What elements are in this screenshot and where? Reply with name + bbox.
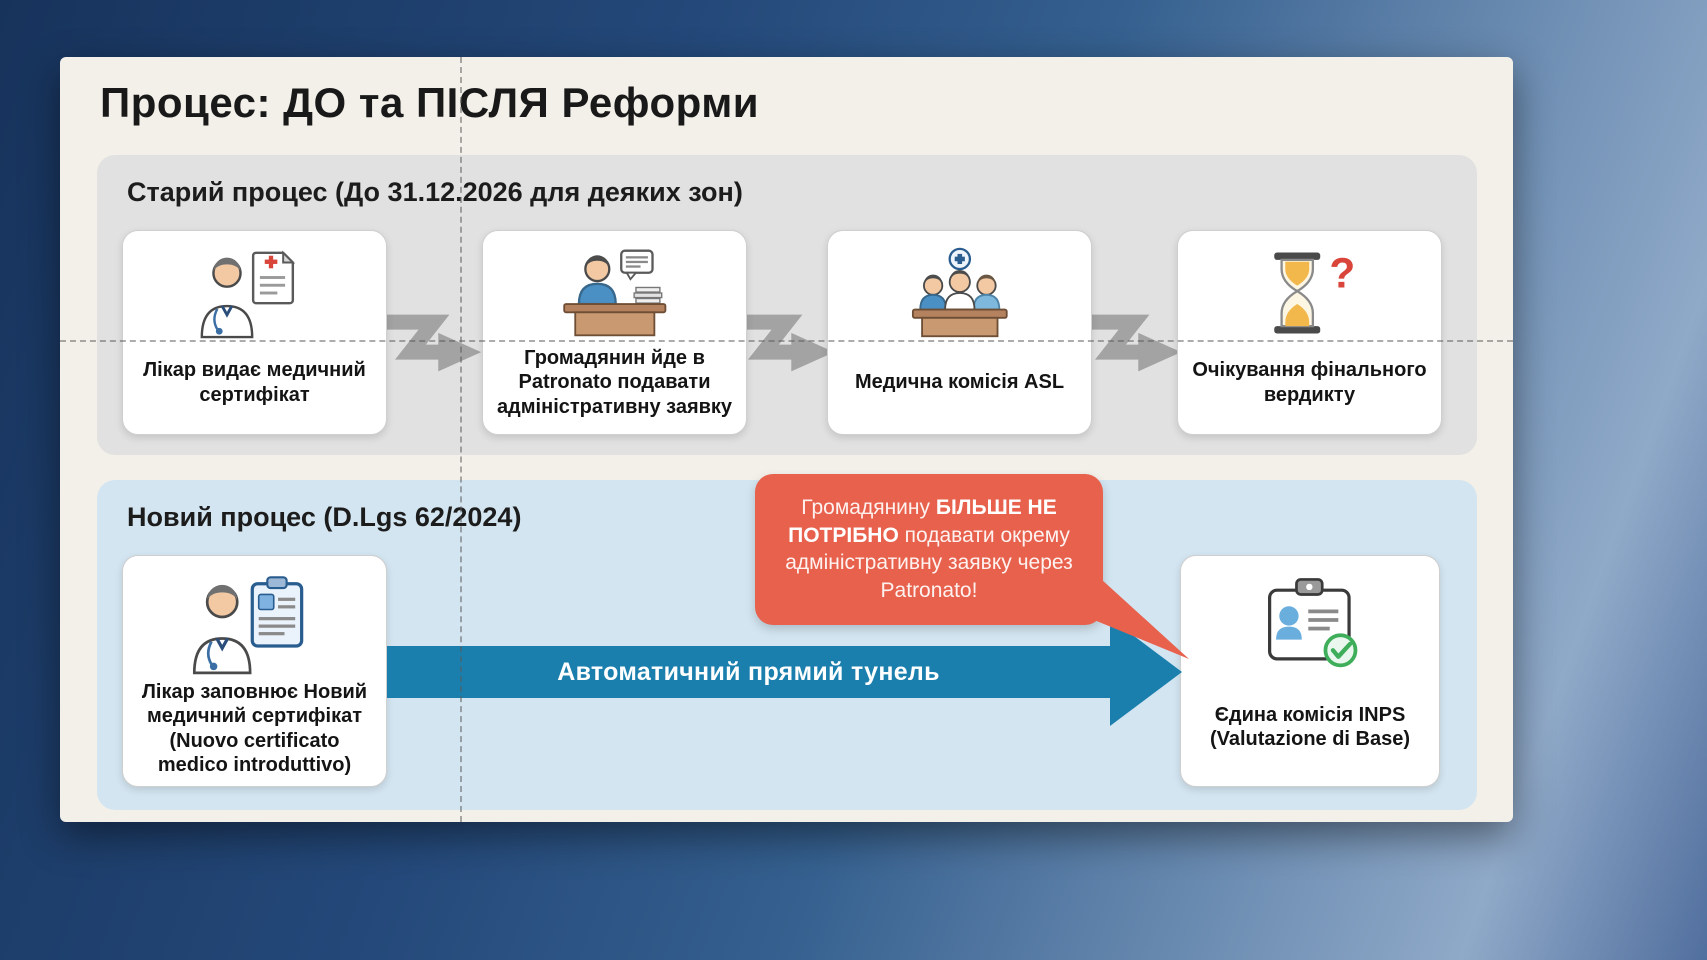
step-card-asl-commission: Медична комісія ASL xyxy=(827,230,1092,435)
step-label: Лікар заповнює Новий медичний сертифікат… xyxy=(141,681,368,777)
step-card-new-certificate: Лікар заповнює Новий медичний сертифікат… xyxy=(122,555,387,787)
callout-text-suffix: подавати окрему адміністративну заявку ч… xyxy=(785,523,1073,603)
hourglass-question-icon: ? xyxy=(1254,243,1364,343)
tunnel-arrow: Автоматичний прямий тунель xyxy=(387,618,1182,726)
tunnel-arrow-body: Автоматичний прямий тунель xyxy=(387,646,1110,698)
step-label: Очікування фінального вердикту xyxy=(1192,359,1427,406)
zigzag-arrow-icon xyxy=(1085,314,1182,372)
callout-text-prefix: Громадянину xyxy=(801,496,936,519)
zigzag-arrow-icon xyxy=(385,314,482,372)
callout-bubble: Громадянину БІЛЬШЕ НЕ ПОТРІБНО подавати … xyxy=(755,474,1189,659)
step-label: Єдина комісія INPS (Valutazione di Base) xyxy=(1209,703,1411,750)
old-process-section: Старий процес (До 31.12.2026 для деяких … xyxy=(97,155,1477,455)
medical-commission-icon xyxy=(900,243,1020,343)
old-process-heading: Старий процес (До 31.12.2026 для деяких … xyxy=(127,177,743,207)
new-process-heading: Новий процес (D.Lgs 62/2024) xyxy=(127,502,522,532)
zigzag-arrow-icon xyxy=(738,314,835,372)
slide: Процес: ДО та ПІСЛЯ Реформи Старий проце… xyxy=(60,57,1513,822)
callout-text-bold: БІЛЬШЕ НЕ ПОТРІБНО xyxy=(788,496,1057,547)
id-card-check-icon xyxy=(1246,568,1375,680)
step-card-final-verdict: ? Очікування фінального вердикту xyxy=(1177,230,1442,435)
doctor-certificate-icon xyxy=(196,243,312,343)
doctor-new-certificate-icon xyxy=(190,568,319,680)
step-label: Лікар видає медичний сертифікат xyxy=(143,359,366,406)
step-card-inps-commission: Єдина комісія INPS (Valutazione di Base) xyxy=(1180,555,1440,787)
new-process-section: Новий процес (D.Lgs 62/2024) xyxy=(97,474,1477,810)
step-card-doctor-certificate: Лікар видає медичний сертифікат xyxy=(122,230,387,435)
citizen-patronato-desk-icon xyxy=(555,243,675,343)
callout-tail xyxy=(1009,578,1189,659)
tunnel-arrow-label: Автоматичний прямий тунель xyxy=(557,657,940,686)
step-label: Медична комісія ASL xyxy=(854,371,1065,394)
svg-text:?: ? xyxy=(1330,249,1356,296)
step-card-patronato: Громадянин йде в Patronato подавати адмі… xyxy=(482,230,747,435)
page-title: Процес: ДО та ПІСЛЯ Реформи xyxy=(100,79,760,126)
step-label: Громадянин йде в Patronato подавати адмі… xyxy=(496,346,733,418)
